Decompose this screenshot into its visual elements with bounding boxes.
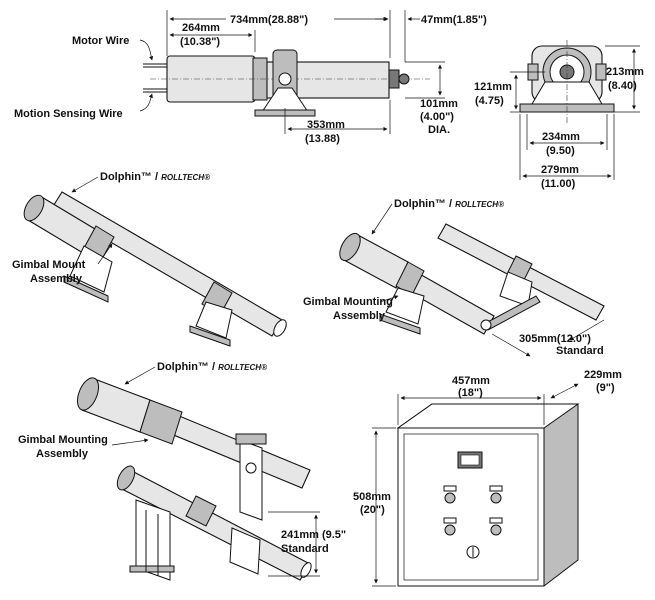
box-dim-height-mm: 508mm <box>353 491 391 503</box>
dim-overall-length: 734mm(28.88") <box>230 14 308 26</box>
svg-text:Dolphin™ / ROLLTECH®: Dolphin™ / ROLLTECH® <box>100 171 210 183</box>
dim-diameter-label: DIA. <box>428 124 450 136</box>
assembly-a-brand-sup: ® <box>204 173 210 182</box>
control-box-front <box>397 427 545 587</box>
assembly-a-bracket-2 <box>195 301 233 339</box>
svg-text:Dolphin™ / ROLLTECH®: Dolphin™ / ROLLTECH® <box>394 198 504 210</box>
end-dim-axis-in: (4.75) <box>475 95 504 107</box>
top-view-actuator: 734mm(28.88") 264mm (10.38") 47mm(1.85")… <box>14 10 487 145</box>
assembly-c-stand <box>135 499 171 581</box>
assembly-a-brand-mark: ROLLTECH <box>161 173 204 182</box>
assembly-b-brand-mark: ROLLTECH <box>455 200 498 209</box>
motor-wire-label: Motor Wire <box>72 35 129 47</box>
assembly-b-dim-standard-2: Standard <box>556 345 604 357</box>
assembly-c-dim-standard-2: Standard <box>281 543 329 555</box>
box-dim-width-in: (18") <box>458 387 483 399</box>
svg-text:Dolphin™ / ROLLTECH®: Dolphin™ / ROLLTECH® <box>157 361 267 373</box>
box-dim-height-in: (20") <box>360 504 385 516</box>
assembly-b-brand-sup: ® <box>498 200 504 209</box>
assembly-c-brand: Dolphin™ / <box>157 361 218 373</box>
box-dim-depth-mm: 229mm <box>584 369 622 381</box>
assembly-c-brand-sup: ® <box>261 363 267 372</box>
actuator-tip <box>388 69 400 89</box>
assembly-b-dual-mount: Dolphin™ / ROLLTECH® Gimbal Mounting Ass… <box>303 198 605 357</box>
end-view-actuator: 213mm (8.40) 121mm (4.75) 234mm (9.50) 2… <box>474 40 644 190</box>
end-dim-foot-mm: 279mm <box>541 164 579 176</box>
dim-motor-length-mm: 264mm <box>182 22 220 34</box>
dim-mount-in: (13.88) <box>305 133 340 145</box>
assembly-b-mount-label-1: Gimbal Mounting <box>303 296 393 308</box>
end-dim-height-in: (8.40) <box>608 80 637 92</box>
end-dim-foot-in: (11.00) <box>541 178 576 190</box>
dim-mount-mm: 353mm <box>307 119 345 131</box>
control-button-mid-right[interactable] <box>490 524 502 536</box>
assembly-c-mount-label-1: Gimbal Mounting <box>18 434 108 446</box>
assembly-a-single-mount: Dolphin™ / ROLLTECH® Gimbal Mount Assemb… <box>12 171 287 347</box>
assembly-c-mount-label-2: Assembly <box>36 448 89 460</box>
box-dim-width-mm: 457mm <box>452 375 490 387</box>
dim-motor-length-in: (10.38") <box>180 36 220 48</box>
assembly-b-mount-label-2: Assembly <box>333 310 386 322</box>
sensing-wire-label: Motion Sensing Wire <box>14 108 123 120</box>
dim-tip-length: 47mm(1.85") <box>421 14 487 26</box>
assembly-b-brand: Dolphin™ / <box>394 198 455 210</box>
dim-diameter-in: (4.00") <box>420 111 454 123</box>
assembly-b-dim-standard-1: 305mm(12.0") <box>519 333 591 345</box>
assembly-a-bracket-1 <box>69 245 113 293</box>
end-dim-base-mm: 234mm <box>542 131 580 143</box>
box-dim-depth-in: (9") <box>596 382 615 394</box>
end-dim-axis-mm: 121mm <box>474 81 512 93</box>
control-button-top-left[interactable] <box>444 492 456 504</box>
assembly-c-dim-standard-1: 241mm (9.5" <box>281 529 346 541</box>
assembly-c-post <box>239 439 263 521</box>
assembly-a-mount-label-2: Assembly <box>30 273 83 285</box>
dim-diameter-mm: 101mm <box>420 98 458 110</box>
control-box: 457mm (18") 229mm (9") 508mm (20") <box>353 369 622 587</box>
control-button-mid-left[interactable] <box>444 524 456 536</box>
assembly-a-brand: Dolphin™ / <box>100 171 161 183</box>
assembly-b-linkage <box>483 295 541 331</box>
control-button-top-right[interactable] <box>490 492 502 504</box>
assembly-c-stacked-mount: Dolphin™ / ROLLTECH® Gimbal Mounting Ass… <box>18 361 346 581</box>
end-dim-base-in: (9.50) <box>546 145 575 157</box>
assembly-c-brand-mark: ROLLTECH <box>218 363 261 372</box>
end-dim-height-mm: 213mm <box>606 66 644 78</box>
tip-ball <box>398 73 410 85</box>
assembly-a-mount-label-1: Gimbal Mount <box>12 259 86 271</box>
